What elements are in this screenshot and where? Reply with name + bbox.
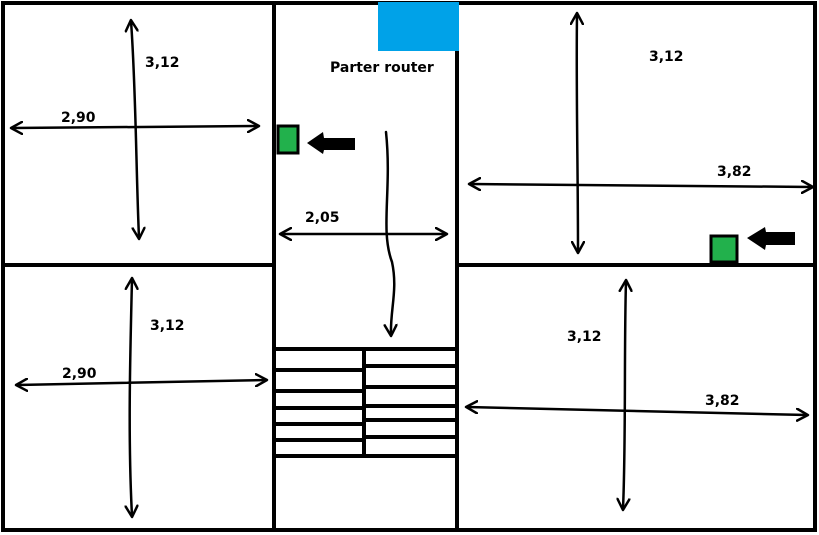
top-left-height-label: 3,12 [145,55,180,71]
top-right-width-arrow [470,184,812,187]
arrow-left-icon [747,227,795,250]
bottom-right-height-label: 3,12 [567,329,602,345]
top-right-width-label: 3,82 [717,164,752,180]
bottom-right-height-arrow [623,281,626,509]
top-left-height-arrow [131,21,139,238]
router-label: Parter router [330,60,434,76]
bottom-left-width-label: 2,90 [62,366,97,382]
bottom-right-width-label: 3,82 [705,393,740,409]
top-left-width-label: 2,90 [61,110,96,126]
arrow-left-icon [307,132,355,154]
stairs-icon [275,347,456,458]
hallway-direction-arrow [386,130,394,335]
router-icon [378,2,459,51]
access-point-icon [709,234,739,264]
hallway-width-label: 2,05 [305,210,340,226]
access-point-icon [276,124,300,155]
bottom-right-width-arrow [467,407,807,415]
top-right-height-label: 3,12 [649,49,684,65]
bottom-left-width-arrow [17,380,266,385]
top-right-height-arrow [577,14,578,252]
bottom-left-height-arrow [130,279,132,516]
bottom-left-height-label: 3,12 [150,318,185,334]
